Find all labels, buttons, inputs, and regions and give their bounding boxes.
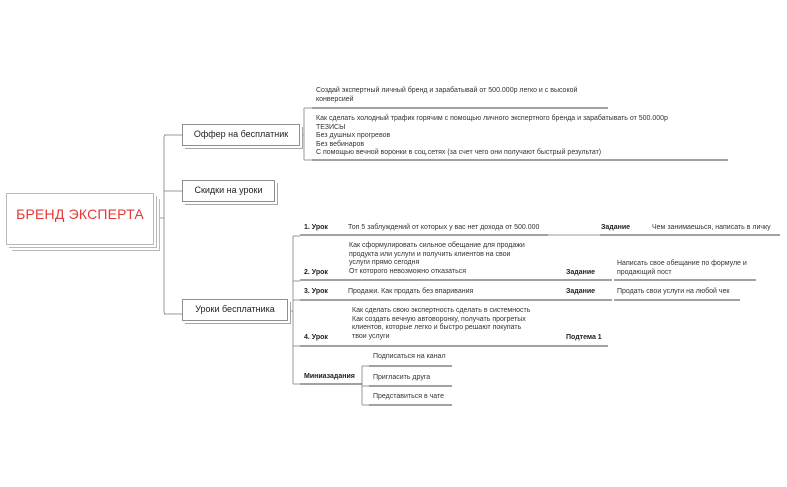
lesson-2-task-label: Задание: [566, 269, 596, 276]
offer-detail-2-line-3: Без душных прогревов: [316, 132, 391, 139]
lesson-4-line-2: Как создать вечную автоворонку, получать…: [352, 315, 526, 323]
lesson-4-line-4: твои услуги: [352, 332, 390, 340]
lesson-4-number: 4. Урок: [304, 334, 328, 341]
lesson-3-task-text: Продать свои услуги на любой чек: [617, 288, 730, 295]
lesson-1-task-text: Чем занимаешься, написать в личку: [652, 224, 771, 231]
branch-lessons[interactable]: Уроки бесплатника: [182, 299, 288, 321]
lesson-4-subtopic: Подтема 1: [566, 334, 602, 341]
lesson-2-number: 2. Урок: [304, 269, 328, 276]
mini-task-3: Представиться в чате: [373, 393, 445, 400]
lesson-3-number: 3. Урок: [304, 288, 328, 295]
mini-task-1: Подписаться на канал: [373, 353, 446, 360]
offer-detail-2-line-1: Как сделать холодный трафик горячим с по…: [316, 115, 668, 122]
lesson-2-line-3: услуги прямо сегодня: [349, 259, 420, 266]
mini-tasks-label: Миниазадания: [304, 373, 355, 380]
branch-discounts-label: Скидки на уроки: [194, 185, 263, 195]
lesson-3-title: Продажи. Как продать без впаривания: [348, 288, 474, 295]
lesson-1-title: Топ 5 заблуждений от которых у вас нет д…: [348, 224, 540, 231]
branch-offer-label: Оффер на бесплатник: [193, 129, 289, 139]
lesson-2-line-1: Как сформулировать сильное обещание для …: [349, 242, 525, 249]
lesson-4-line-3: клиентов, которые легко и быстро решают …: [352, 324, 522, 331]
lesson-2-task-line-2: продающий пост: [617, 268, 672, 276]
offer-detail-2-line-2: ТЕЗИСЫ: [316, 123, 346, 131]
lesson-3-task-label: Задание: [566, 288, 596, 295]
lesson-2-line-2: продукта или услуги и получить клиентов …: [349, 250, 511, 258]
lesson-2-task-line-1: Написать свое обещание по формуле и: [617, 260, 747, 267]
offer-detail-1-line-2: конверсией: [316, 95, 354, 103]
lesson-1-task-label: Задание: [601, 224, 631, 231]
root-node[interactable]: БРЕНД ЭКСПЕРТА: [6, 193, 154, 245]
branch-discounts[interactable]: Скидки на уроки: [182, 180, 275, 202]
root-label: БРЕНД ЭКСПЕРТА: [16, 206, 144, 222]
offer-detail-2-line-5: С помощью вечной воронки в соц.сетях (за…: [316, 149, 602, 156]
branch-lessons-label: Уроки бесплатника: [195, 304, 275, 314]
lesson-4-line-1: Как сделать свою экспертность сделать в …: [352, 307, 531, 314]
branch-offer[interactable]: Оффер на бесплатник: [182, 124, 300, 146]
mini-task-2: Пригласить друга: [373, 374, 431, 381]
lesson-1-number: 1. Урок: [304, 224, 328, 231]
offer-detail-1-line-1: Создай экспертный личный бренд и зарабат…: [316, 87, 578, 94]
lesson-2-line-4: От которого невозможно отказаться: [349, 267, 467, 275]
offer-detail-2-line-4: Без вебинаров: [316, 140, 365, 148]
